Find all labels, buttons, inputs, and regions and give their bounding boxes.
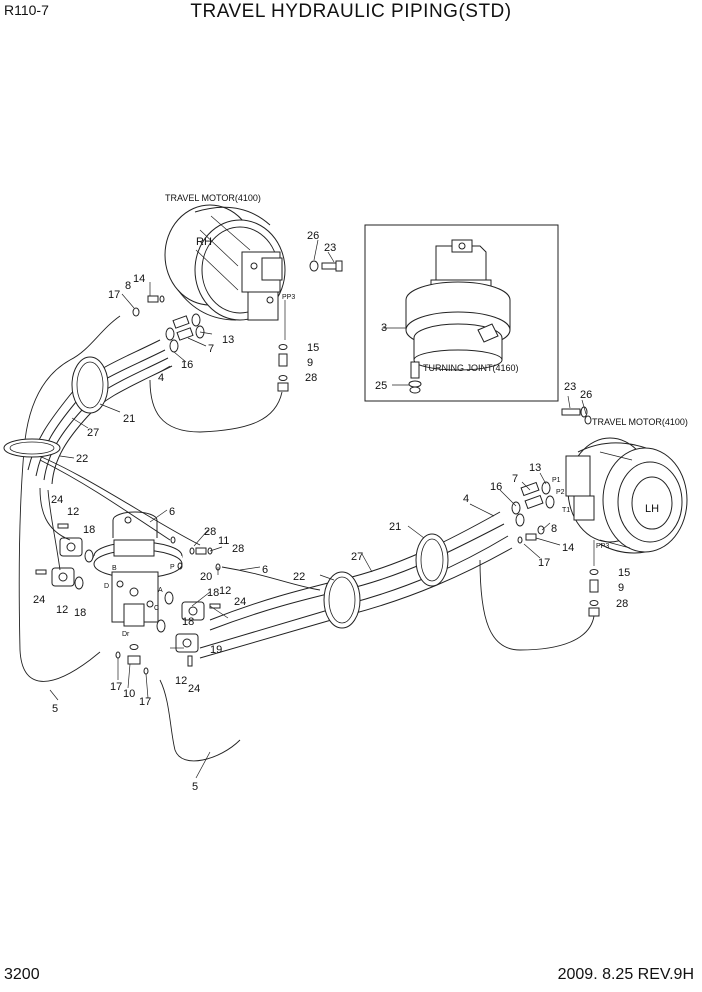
callout-4-b: 4 [463,493,469,505]
callout-5-b: 5 [192,781,198,793]
rh-motor-fittings [132,295,289,392]
callout-24-c: 24 [234,596,246,608]
port-p-label: P [170,564,175,571]
port-d-label: D [104,583,109,590]
revision-date: 2009. 8.25 REV.9H [557,966,694,983]
part-callouts: 26 23 8 14 17 13 7 16 4 15 9 28 21 27 22… [33,230,630,793]
rh-label: RH [196,236,212,248]
callout-9: 9 [307,357,313,369]
callout-16-b: 16 [490,481,502,493]
callout-10: 10 [123,688,135,700]
callout-27-b: 27 [351,551,363,563]
page-number: 3200 [4,966,40,983]
port-p2-label: P2 [556,489,565,496]
right-flanges [156,591,221,667]
callout-15: 15 [307,342,319,354]
left-flanges [35,523,94,590]
turning-joint-inset [364,224,559,402]
callout-9-b: 9 [618,582,624,594]
callout-27: 27 [87,427,99,439]
pp3-rh-label: PP3 [282,294,295,301]
callout-23-lh: 23 [564,381,576,393]
callout-7-b: 7 [512,473,518,485]
port-a-label: A [158,587,163,594]
port-dr-label: Dr [122,631,130,638]
callout-28-d: 28 [616,598,628,610]
callout-12-d: 12 [175,675,187,687]
callout-21-b: 21 [389,521,401,533]
callout-23: 23 [324,242,336,254]
callout-11: 11 [218,535,229,547]
port-c-label: C [154,605,159,612]
travel-motor-lh-caption: TRAVEL MOTOR(4100) [592,417,688,427]
center-block [93,511,183,627]
callout-13-b: 13 [529,462,541,474]
callout-7: 7 [208,343,214,355]
travel-motor-rh-caption: TRAVEL MOTOR(4100) [165,193,261,203]
callout-28-c: 28 [232,543,244,555]
hose-clamps [3,356,449,629]
travel-motor-lh [561,406,688,617]
callout-4: 4 [158,372,164,384]
callout-21: 21 [123,413,135,425]
callout-28: 28 [305,372,317,384]
callout-22: 22 [76,453,88,465]
callout-18: 18 [83,524,95,536]
callout-17: 17 [108,289,120,301]
callout-24-b: 24 [33,594,45,606]
callout-17-d: 17 [538,557,550,569]
callout-24: 24 [51,494,63,506]
callout-5: 5 [52,703,58,715]
leader-lines [49,239,587,779]
turning-joint-caption: TURNING JOINT(4160) [423,363,519,373]
callout-3: 3 [381,322,387,334]
callout-19: 19 [210,644,222,656]
callout-26-lh: 26 [580,389,592,401]
callout-13: 13 [222,334,234,346]
callout-20: 20 [200,571,212,583]
callout-6: 6 [169,506,175,518]
callout-14: 14 [133,273,145,285]
callout-6-b: 6 [262,564,268,576]
callout-28-b: 28 [204,526,216,538]
callout-17-c: 17 [139,696,151,708]
callout-12: 12 [67,506,79,518]
port-p1-label: P1 [552,477,561,484]
callout-16: 16 [181,359,193,371]
callout-8: 8 [125,280,131,292]
model-code: R110-7 [4,2,49,18]
port-b-label: B [112,565,117,572]
callout-12-b: 12 [56,604,68,616]
lh-label: LH [645,503,659,515]
lh-motor-fittings [511,481,555,544]
callout-17-b: 17 [110,681,122,693]
callout-25: 25 [375,380,387,392]
pp3-lh-label: PP3 [596,543,609,550]
callout-18-b: 18 [74,607,86,619]
callout-8-b: 8 [551,523,557,535]
callout-18-c: 18 [207,587,219,599]
callout-22-b: 22 [293,571,305,583]
page-title: TRAVEL HYDRAULIC PIPING(STD) [190,1,512,22]
callout-26: 26 [307,230,319,242]
callout-24-d: 24 [188,683,200,695]
callout-18-d: 18 [182,616,194,628]
port-t1-label: T1 [562,507,570,514]
callout-14-b: 14 [562,542,574,554]
travel-motor-rh [164,204,343,321]
callout-12-c: 12 [219,585,231,597]
callout-15-b: 15 [618,567,630,579]
